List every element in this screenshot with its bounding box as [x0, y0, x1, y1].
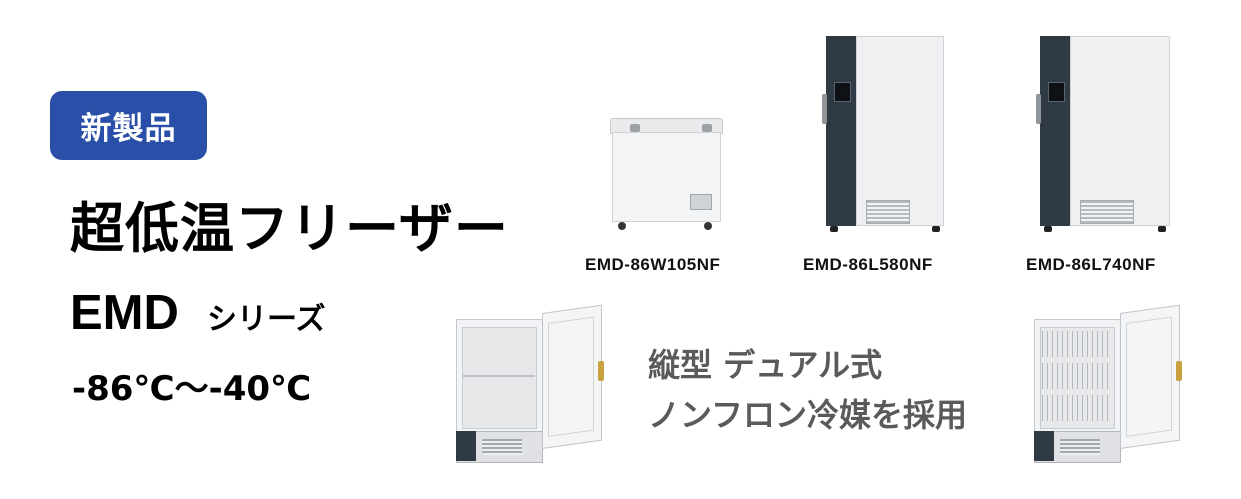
- upright-freezer-image: [822, 36, 944, 233]
- model-label-upright-580: EMD-86L580NF: [803, 255, 933, 274]
- vent-grille-icon: [866, 200, 910, 224]
- new-product-badge: 新製品: [50, 91, 207, 160]
- vent-grille-icon: [1060, 439, 1100, 455]
- wire-shelf-icon: [1042, 363, 1111, 389]
- freezer-front-panel: [826, 36, 856, 226]
- freezer-door: [1070, 36, 1170, 226]
- foot-icon: [830, 226, 838, 232]
- freezer-front-panel: [1040, 36, 1070, 226]
- open-freezer-image-right: [1028, 304, 1188, 469]
- vent-grille-icon: [482, 439, 522, 455]
- foot-icon: [932, 226, 940, 232]
- display-screen-icon: [834, 82, 851, 102]
- shelf-divider: [462, 375, 535, 377]
- series-suffix: シリーズ: [207, 302, 326, 337]
- chest-freezer-image: [608, 110, 723, 230]
- model-label-upright-740: EMD-86L740NF: [1026, 255, 1156, 274]
- series-name: EMD: [70, 286, 179, 340]
- temperature-range: -86℃～-40℃: [72, 369, 312, 409]
- lid-handle-icon: [702, 124, 712, 132]
- door-inner-panel: [1126, 316, 1172, 437]
- latch-icon: [1176, 361, 1182, 381]
- feature-line-1: 縦型 デュアル式: [648, 346, 883, 384]
- wheel-icon: [618, 222, 626, 230]
- control-panel-icon: [690, 194, 712, 210]
- open-freezer-image-left: [450, 304, 610, 469]
- wheel-icon: [704, 222, 712, 230]
- foot-icon: [1158, 226, 1166, 232]
- control-panel-icon: [1034, 431, 1054, 461]
- product-title: 超低温フリーザー: [70, 197, 509, 260]
- lid-handle-icon: [630, 124, 640, 132]
- feature-line-2: ノンフロン冷媒を採用: [648, 396, 968, 434]
- wire-shelf-icon: [1042, 331, 1111, 357]
- vent-grille-icon: [1080, 200, 1134, 224]
- freezer-interior: [462, 327, 537, 429]
- wire-shelf-icon: [1042, 395, 1111, 421]
- door-handle-icon: [822, 94, 827, 124]
- freezer-door: [856, 36, 944, 226]
- latch-icon: [598, 361, 604, 381]
- model-label-chest: EMD-86W105NF: [585, 255, 721, 274]
- door-inner-panel: [548, 316, 594, 437]
- control-panel-icon: [456, 431, 476, 461]
- foot-icon: [1044, 226, 1052, 232]
- display-screen-icon: [1048, 82, 1065, 102]
- upright-freezer-large-image: [1036, 36, 1170, 233]
- door-handle-icon: [1036, 94, 1041, 124]
